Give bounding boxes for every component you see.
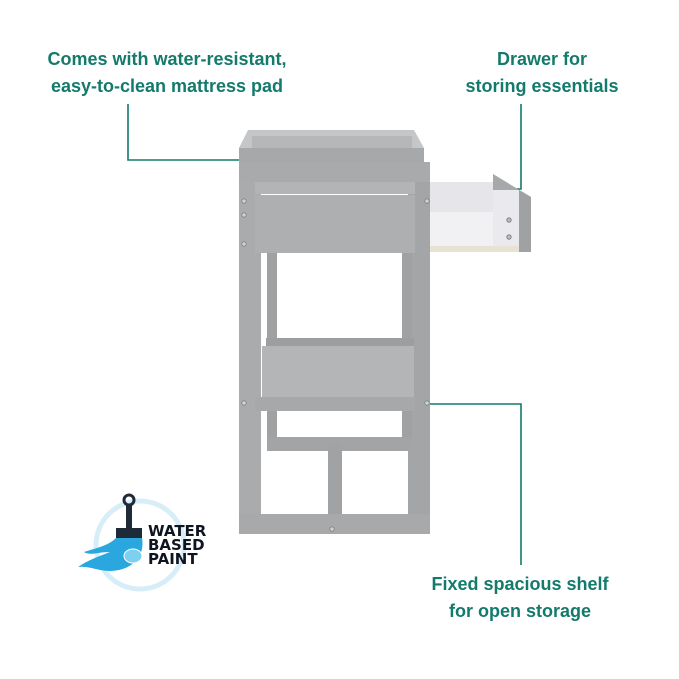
water-based-paint-logo xyxy=(78,493,187,592)
callout-line-1: Fixed spacious shelf xyxy=(431,574,609,594)
callout-line-2: for open storage xyxy=(448,601,591,621)
shelf-callout: Fixed spacious shelf for open storage xyxy=(415,571,625,625)
badge-line: PAINT xyxy=(148,550,198,568)
frame xyxy=(239,162,430,534)
callout-line-1: Drawer for xyxy=(496,49,588,69)
callout-line-2: easy-to-clean mattress pad xyxy=(50,76,284,96)
badge-line: WATER xyxy=(148,522,207,540)
callout-line-2: storing essentials xyxy=(465,76,619,96)
drawer xyxy=(430,174,531,252)
water-based-paint-text: WATER BASED PAINT xyxy=(148,522,207,568)
mattress-callout-line xyxy=(127,104,243,161)
drawer-callout: Drawer for storing essentials xyxy=(452,46,632,100)
badge-line: BASED xyxy=(148,536,205,554)
callout-line-1: Comes with water-resistant, xyxy=(47,49,287,69)
shelf-callout-line xyxy=(398,403,522,565)
top-tray xyxy=(239,130,424,162)
mattress-pad-callout: Comes with water-resistant, easy-to-clea… xyxy=(27,46,307,100)
screws xyxy=(241,198,430,532)
paintbrush-icon xyxy=(116,493,142,538)
drawer-callout-line xyxy=(505,104,522,190)
